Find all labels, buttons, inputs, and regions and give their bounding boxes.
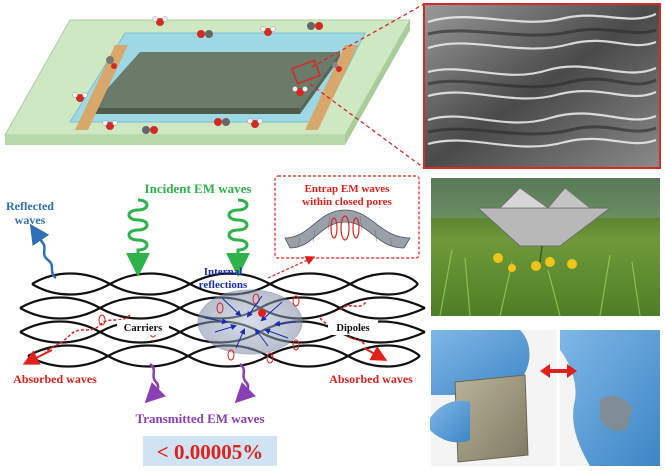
entrap-inset: Entrap EM waves within closed pores — [274, 175, 420, 259]
electrode-right — [305, 45, 358, 130]
dark-film-side — [300, 52, 340, 114]
outer-slab-side — [345, 20, 410, 145]
reflected-label-2: waves — [15, 213, 46, 227]
entrap-label-1: Entrap EM waves — [305, 183, 391, 195]
zoom-line-top — [311, 3, 425, 68]
dark-film-top — [90, 52, 340, 108]
reflected-label-1: Reflected — [6, 199, 54, 213]
absorbed-label-left: Absorbed waves — [13, 372, 97, 386]
sem-micrograph — [423, 3, 661, 169]
zoom-line-bottom — [309, 83, 425, 169]
dipoles-label: Dipoles — [336, 323, 369, 334]
paper-boat-photo — [431, 178, 660, 317]
absorbed-arrow-right — [363, 346, 388, 361]
reflected-wave — [29, 223, 57, 279]
entrap-origin-dot — [258, 309, 266, 317]
closed-pore — [197, 289, 303, 355]
internal-reflection-arrows — [204, 295, 297, 349]
transmission-value-box — [143, 436, 277, 466]
entrap-label-2: within closed pores — [302, 196, 392, 208]
carriers-box — [117, 320, 169, 335]
yellow-flowers — [493, 253, 577, 272]
zoom-region-box — [291, 59, 321, 85]
film-schematic — [4, 16, 411, 145]
gas-molecules — [72, 16, 342, 134]
absorbed-arrow-left — [22, 349, 53, 365]
incident-label: Incident EM waves — [145, 181, 252, 196]
internal-label-1: Internal — [204, 266, 243, 278]
incident-waves — [126, 198, 250, 277]
entrap-pointer — [267, 256, 316, 279]
internal-label-2: reflections — [199, 279, 248, 291]
gloved-hands-photo — [430, 330, 660, 466]
absorbed-label-right: Absorbed waves — [329, 372, 413, 386]
transmission-value: < 0.00005% — [157, 440, 263, 464]
carriers-label: Carriers — [124, 323, 162, 334]
transmitted-waves — [144, 363, 256, 404]
dark-film-front — [90, 108, 300, 114]
transmitted-label: Transmitted EM waves — [135, 411, 264, 426]
outer-slab-front — [5, 135, 345, 145]
pore-mesh — [284, 209, 411, 249]
dipoles-box — [328, 320, 378, 335]
